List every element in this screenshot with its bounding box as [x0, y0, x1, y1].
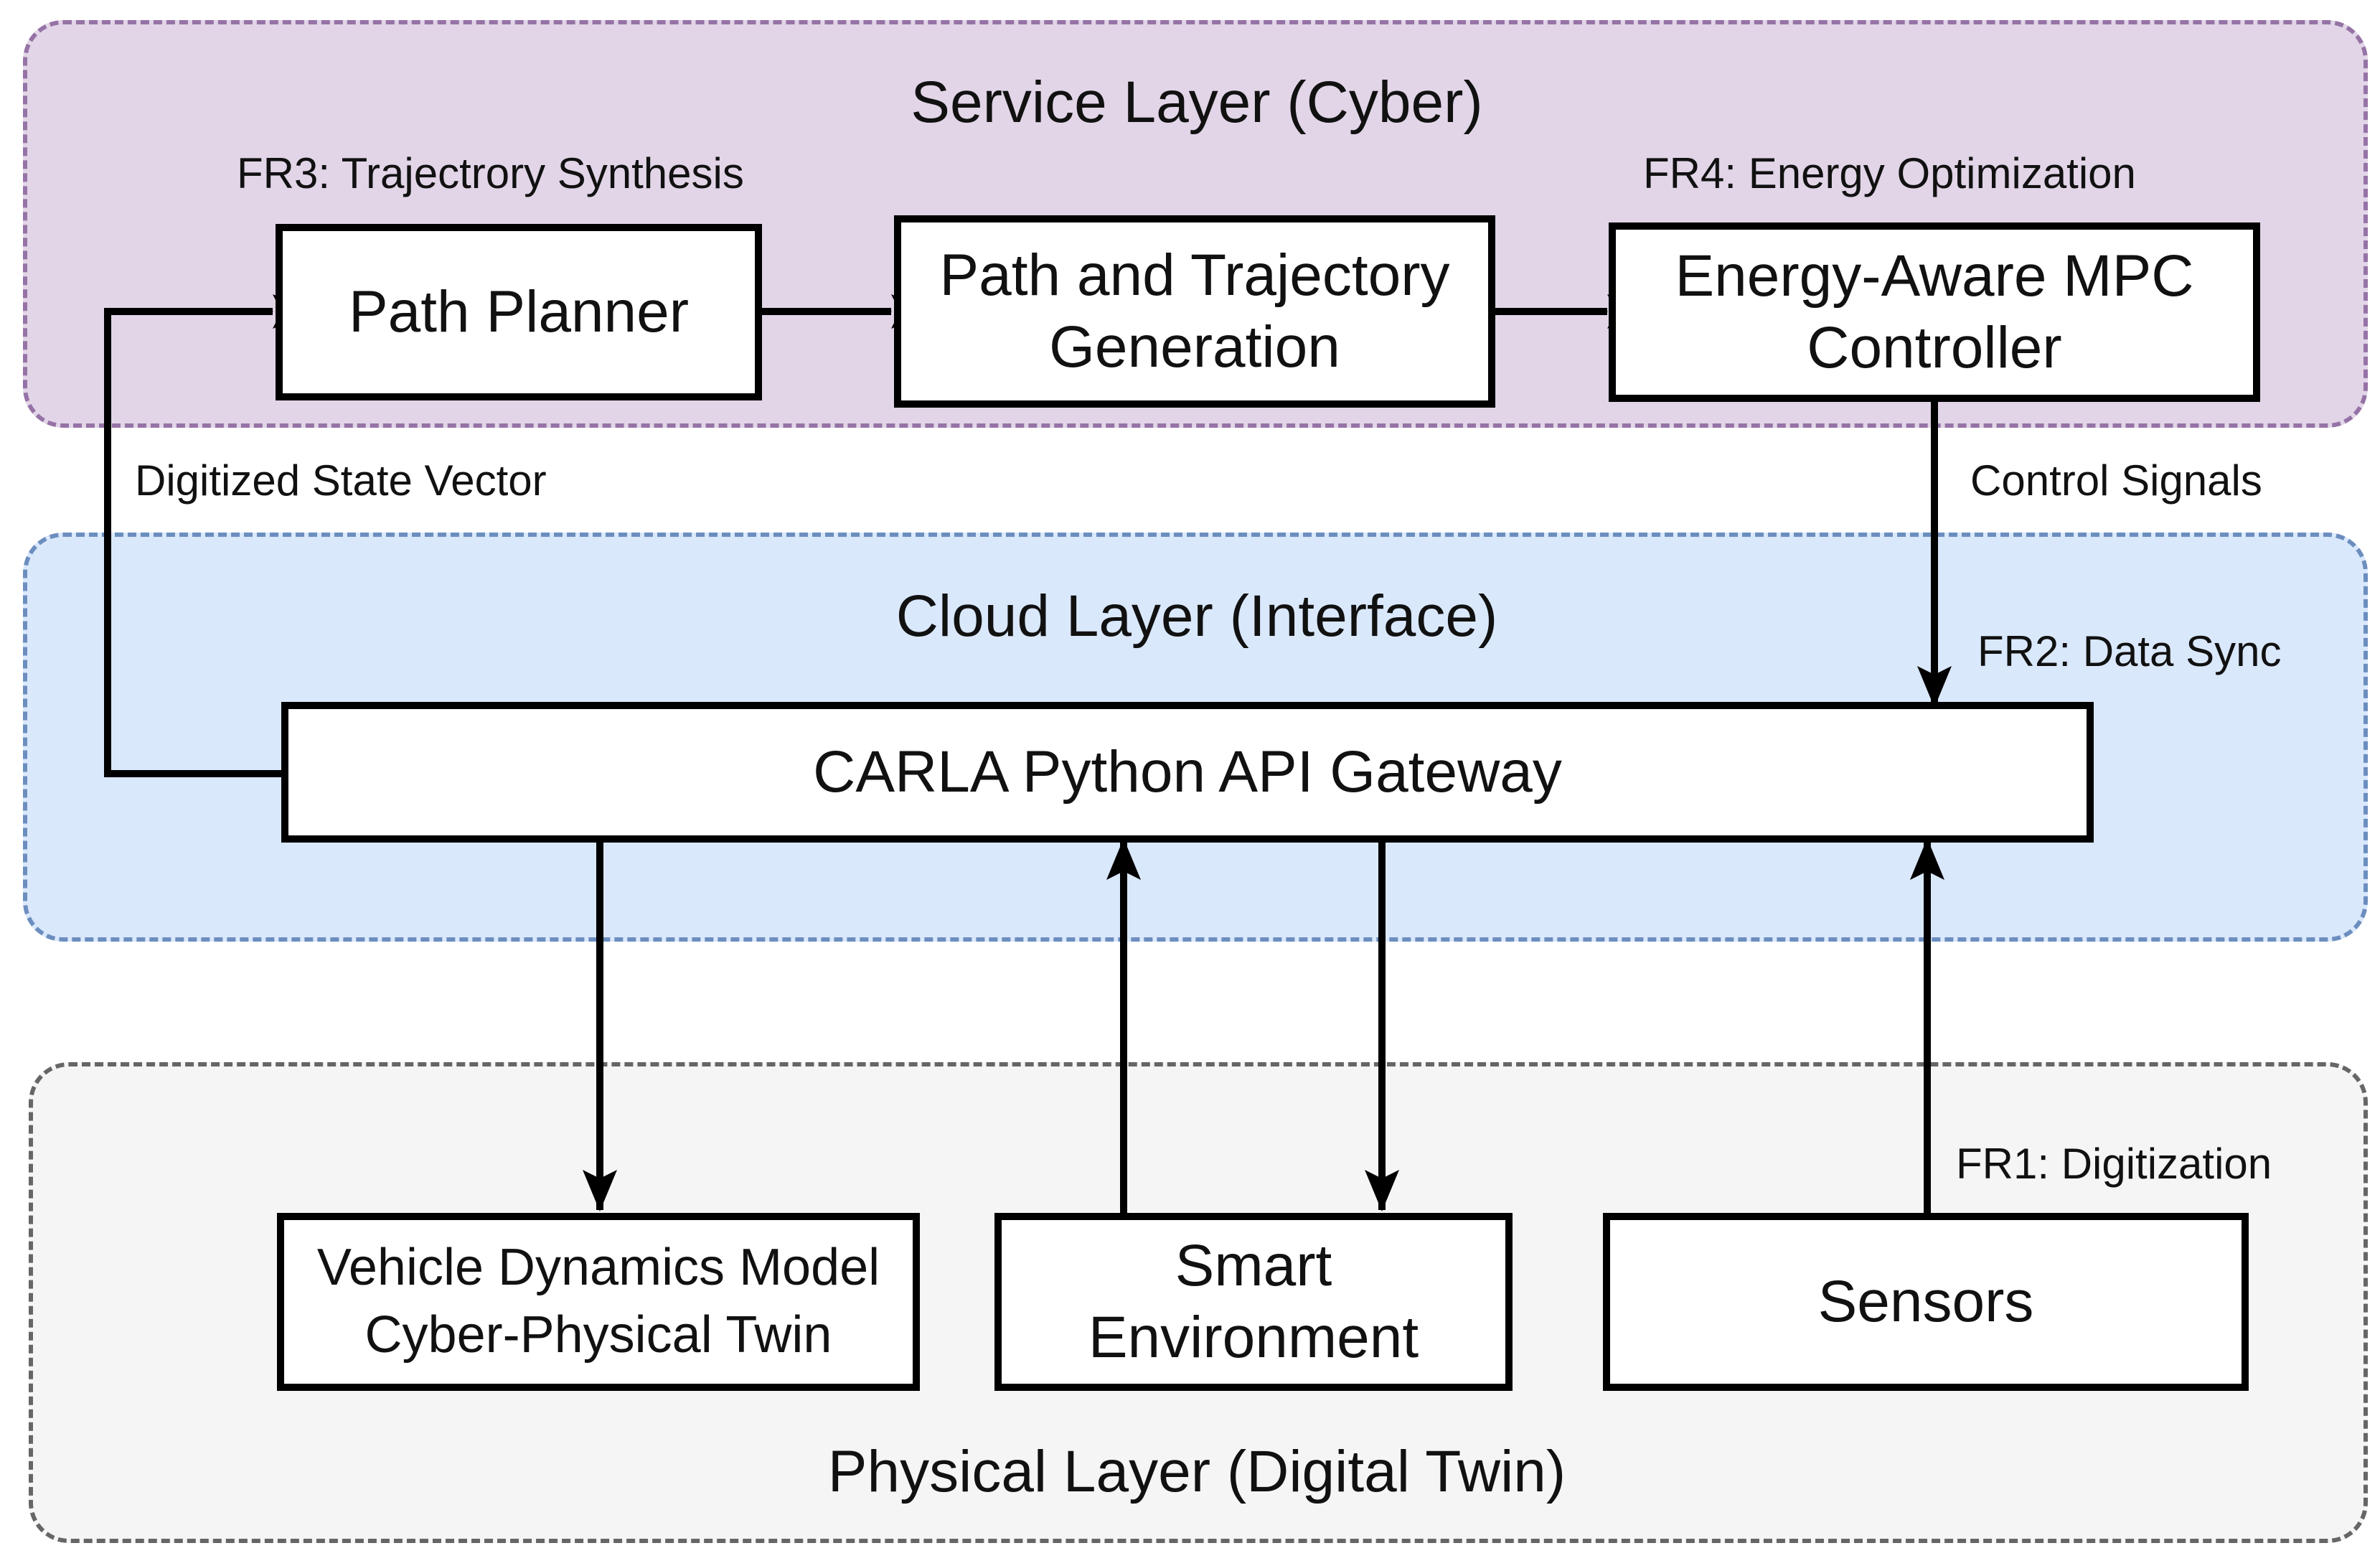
sensors-label: Sensors — [1817, 1268, 2034, 1334]
path-planner-block[interactable]: Path Planner — [276, 224, 762, 400]
arrow-state-vector — [104, 308, 281, 777]
smart-environment-label: Smart Environment — [1088, 1232, 1419, 1370]
api-gateway-block[interactable]: CARLA Python API Gateway — [281, 702, 2094, 843]
state-vector-label: Digitized State Vector — [135, 456, 547, 505]
fr1-label: FR1: Digitization — [1956, 1140, 2272, 1188]
mpc-controller-block[interactable]: Energy-Aware MPC Controller — [1609, 222, 2260, 402]
vehicle-model-block[interactable]: Vehicle Dynamics Model Cyber-Physical Tw… — [277, 1213, 920, 1391]
trajectory-generation-block[interactable]: Path and Trajectory Generation — [894, 215, 1495, 408]
physical-layer-title: Physical Layer (Digital Twin) — [827, 1439, 1566, 1504]
sensors-block[interactable]: Sensors — [1603, 1213, 2249, 1391]
mpc-controller-label: Energy-Aware MPC Controller — [1675, 243, 2194, 380]
control-signals-label: Control Signals — [1970, 456, 2262, 505]
fr4-label: FR4: Energy Optimization — [1643, 149, 2136, 197]
vehicle-model-label: Vehicle Dynamics Model Cyber-Physical Tw… — [316, 1239, 880, 1364]
api-gateway-label: CARLA Python API Gateway — [813, 739, 1562, 805]
trajectory-generation-label: Path and Trajectory Generation — [939, 242, 1450, 380]
service-layer-title: Service Layer (Cyber) — [911, 70, 1483, 135]
cloud-layer-title: Cloud Layer (Interface) — [895, 583, 1498, 649]
smart-environment-block[interactable]: Smart Environment — [994, 1213, 1513, 1391]
fr2-label: FR2: Data Sync — [1977, 627, 2282, 675]
path-planner-label: Path Planner — [348, 278, 690, 344]
fr3-label: FR3: Trajectrory Synthesis — [237, 149, 744, 197]
